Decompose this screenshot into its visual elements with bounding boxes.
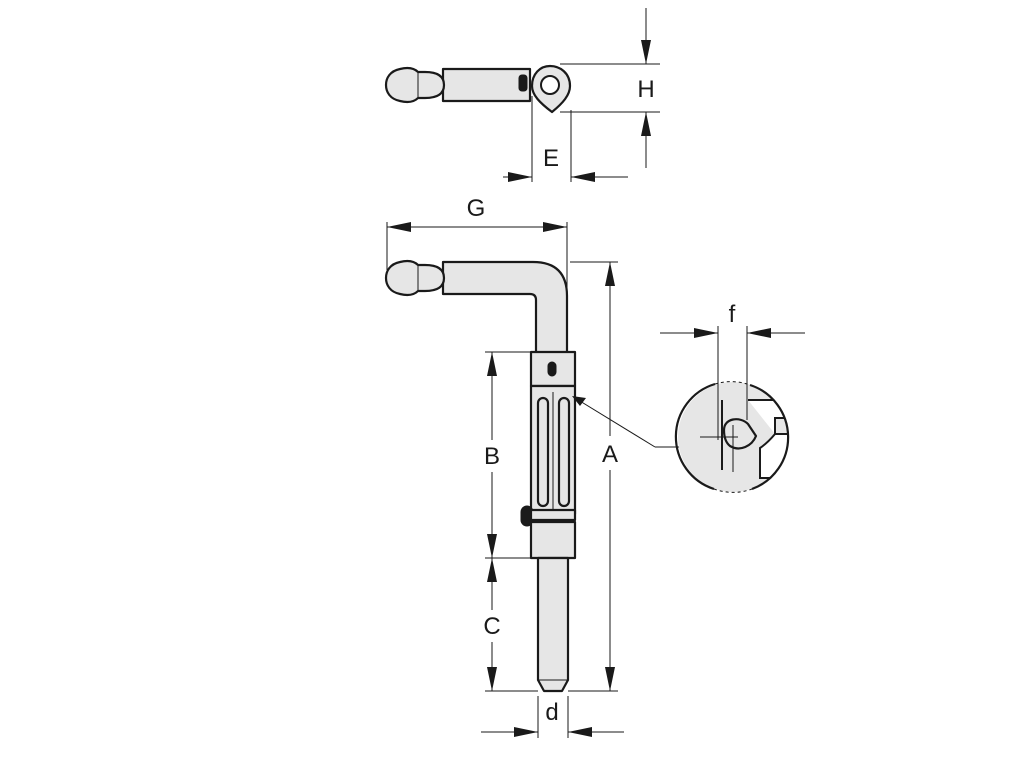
dim-g-arrow-left (387, 222, 411, 232)
dim-c-arrow-bottom (487, 667, 497, 691)
detail-notch (748, 399, 788, 479)
front-view-slot-right (557, 396, 571, 508)
dim-h-arrow-bottom (641, 112, 651, 136)
dim-f-arrow-right (747, 328, 771, 338)
detail-outline-bottom-dashed (713, 488, 753, 493)
detail-pin (722, 418, 758, 450)
dim-label-c: C (483, 613, 500, 640)
front-view: G A B C d (384, 195, 680, 738)
top-view-knob (384, 66, 446, 104)
detail-leader-arrow (572, 396, 586, 406)
front-view-top-collar (529, 350, 577, 388)
front-view-bent-handle (441, 260, 569, 356)
dim-b-arrow-top (487, 352, 497, 376)
detail-outline-left (674, 382, 716, 491)
front-view-shaft (536, 556, 570, 693)
dim-d-arrow-right (568, 727, 592, 737)
dim-c-arrow-top (487, 558, 497, 582)
dim-a-arrow-bottom (605, 667, 615, 691)
dim-label-d: d (545, 699, 558, 726)
dim-label-h: H (637, 76, 654, 103)
dim-label-b: B (484, 443, 500, 470)
front-view-knob (384, 259, 446, 297)
front-view-bottom-collar (529, 520, 577, 560)
dim-label-e: E (543, 145, 559, 172)
dim-label-f: f (729, 301, 736, 328)
dim-e-arrow-left (508, 172, 532, 182)
top-view-handle-bar (441, 67, 532, 103)
top-view: H E (384, 8, 660, 182)
front-view-stop-ring (529, 508, 577, 522)
dim-g-arrow-right (543, 222, 567, 232)
dim-d-arrow-left (514, 727, 538, 737)
top-view-pin (518, 74, 528, 92)
dim-f-arrow-left (694, 328, 718, 338)
detail-view: f (660, 301, 805, 493)
dim-label-a: A (602, 441, 618, 468)
front-view-collar-pin (547, 361, 557, 377)
dim-h-arrow-top (641, 40, 651, 64)
dim-label-g: G (467, 195, 486, 222)
dim-b-arrow-bottom (487, 534, 497, 558)
dim-e-arrow-right (571, 172, 595, 182)
top-view-eye-hole (540, 75, 560, 95)
detail-outline-top-dashed (714, 381, 751, 386)
dim-a-arrow-top (605, 262, 615, 286)
detail-leader-line (574, 397, 656, 448)
detail-outline-right (749, 383, 790, 491)
front-view-slot-left (536, 396, 550, 508)
